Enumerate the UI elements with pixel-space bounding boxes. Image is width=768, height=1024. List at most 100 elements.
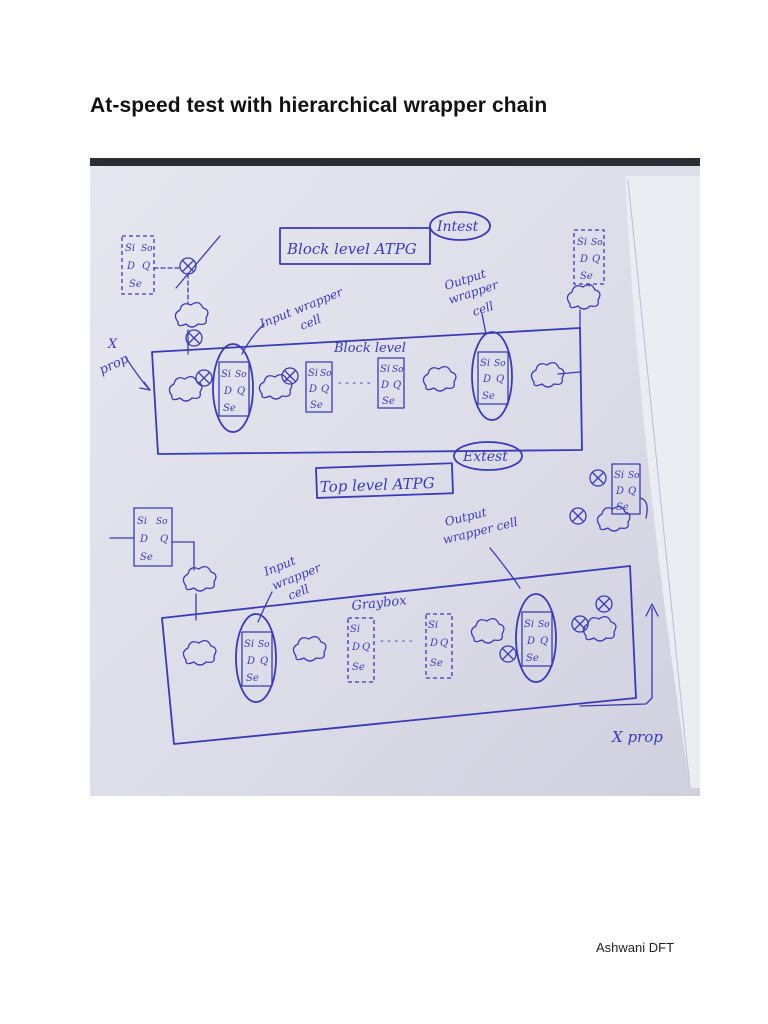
- page-title: At-speed test with hierarchical wrapper …: [90, 94, 548, 117]
- flop-se-label: Se: [580, 271, 593, 282]
- flop-se-label: Se: [246, 673, 259, 684]
- flop-si-label: Si: [428, 620, 438, 631]
- flop-se-label: Se: [382, 396, 395, 407]
- input-wrapper-cell-oval: [212, 343, 254, 433]
- photo-top-edge: [90, 158, 700, 166]
- intest-oval: [429, 211, 491, 241]
- flop-q-label: Q: [628, 486, 636, 497]
- output-wrapper-flop: [521, 611, 553, 667]
- flop-se-label: Se: [482, 391, 495, 402]
- bottom-right-flop: [611, 463, 641, 515]
- block-level-atpg-box: [279, 227, 431, 265]
- flop-si-label: Si: [221, 369, 231, 380]
- flop-q-label: Q: [496, 374, 504, 385]
- top-left-flop: [121, 235, 155, 295]
- extest-oval: [453, 441, 523, 471]
- dashes-label: - - - - -: [380, 634, 413, 647]
- graybox-flop: [425, 613, 453, 679]
- flop-si-label: Si: [350, 624, 360, 635]
- diagram-sketch: Block level ATPG Intest Si So D Q Se Si …: [90, 158, 700, 796]
- flop-d-label: D: [308, 384, 317, 395]
- block-level-atpg-label: Block level ATPG: [286, 240, 417, 258]
- flop-so-label: So: [141, 244, 153, 254]
- flop-se-label: Se: [352, 662, 365, 673]
- annotation-arrow: [241, 323, 265, 355]
- annotation-arrow: [489, 547, 521, 589]
- flop-so-label: So: [392, 365, 404, 375]
- flop-se-label: Se: [310, 400, 323, 411]
- flop-si-label: Si: [137, 516, 147, 527]
- flop-si-label: Si: [614, 470, 624, 481]
- output-wrapper-annotation: cell: [471, 299, 496, 319]
- graybox-flop: [347, 617, 375, 683]
- flop-q-label: Q: [440, 638, 448, 649]
- flop-so-label: So: [628, 471, 640, 481]
- flop-q-label: Q: [237, 386, 245, 397]
- flop-se-label: Se: [140, 552, 153, 563]
- flop-si-label: Si: [125, 243, 135, 254]
- flop-si-label: Si: [524, 619, 534, 630]
- flop-d-label: D: [223, 386, 232, 397]
- flop-d-label: D: [246, 656, 255, 667]
- annotation-arrow: [257, 591, 273, 623]
- top-level-atpg-label: Top level ATPG: [320, 474, 436, 496]
- flop-si-label: Si: [380, 364, 390, 375]
- strike-line: [175, 235, 221, 289]
- xprop-right-label: X prop: [611, 728, 663, 746]
- flop-si-label: Si: [480, 358, 490, 369]
- flop-so-label: So: [320, 369, 332, 379]
- block-internal-flop: [377, 357, 405, 409]
- flop-so-label: So: [235, 370, 247, 380]
- input-wrapper-flop: [218, 361, 250, 417]
- dashes-label: - - - - -: [338, 376, 371, 389]
- extest-label: Extest: [462, 449, 508, 465]
- flop-si-label: Si: [244, 639, 254, 650]
- flop-se-label: Se: [526, 653, 539, 664]
- flop-d-label: D: [351, 642, 360, 653]
- flop-q-label: Q: [393, 380, 401, 391]
- input-wrapper-cell-oval: [235, 613, 277, 703]
- flop-q-label: Q: [160, 534, 168, 545]
- page-edge: [625, 176, 700, 788]
- page-fold-line: [627, 179, 691, 789]
- xprop-left-x: X: [107, 337, 118, 352]
- flop-q-label: Q: [142, 261, 150, 272]
- annotation-arrow: [481, 313, 487, 335]
- top-level-atpg-box: [315, 462, 454, 499]
- author-credit: Ashwani DFT: [596, 940, 675, 955]
- flop-q-label: Q: [592, 254, 600, 265]
- graybox-label: Graybox: [351, 593, 408, 614]
- flop-q-label: Q: [540, 636, 548, 647]
- handwritten-diagram-photo: Block level ATPG Intest Si So D Q Se Si …: [90, 158, 700, 796]
- flop-si-label: Si: [308, 368, 318, 379]
- bottom-left-flop: [133, 507, 173, 567]
- flop-d-label: D: [615, 486, 624, 497]
- intest-label: Intest: [436, 219, 479, 235]
- flop-d-label: D: [126, 261, 135, 272]
- block-level-outline: [151, 327, 583, 455]
- output-wrapper-cell-oval: [515, 593, 557, 683]
- flop-so-label: So: [591, 238, 603, 248]
- output-wrapper-flop: [477, 351, 509, 405]
- flop-q-label: Q: [362, 642, 370, 653]
- flop-d-label: D: [139, 534, 148, 545]
- block-level-label: Block level: [333, 341, 406, 356]
- flop-so-label: So: [494, 359, 506, 369]
- block-internal-flop: [305, 361, 333, 413]
- flop-d-label: D: [579, 254, 588, 265]
- flop-se-label: Se: [430, 658, 443, 669]
- flop-q-label: Q: [260, 656, 268, 667]
- flop-d-label: D: [526, 636, 535, 647]
- input-wrapper-flop: [241, 631, 273, 687]
- flop-d-label: D: [429, 638, 438, 649]
- flop-se-label: Se: [223, 403, 236, 414]
- flop-d-label: D: [380, 380, 389, 391]
- output-wrapper-cell-oval: [471, 331, 513, 421]
- flop-d-label: D: [482, 374, 491, 385]
- flop-so-label: So: [156, 517, 168, 527]
- flop-q-label: Q: [321, 384, 329, 395]
- flop-so-label: So: [538, 620, 550, 630]
- flop-so-label: So: [258, 640, 270, 650]
- flop-si-label: Si: [577, 237, 587, 248]
- graybox-outline: [161, 565, 637, 745]
